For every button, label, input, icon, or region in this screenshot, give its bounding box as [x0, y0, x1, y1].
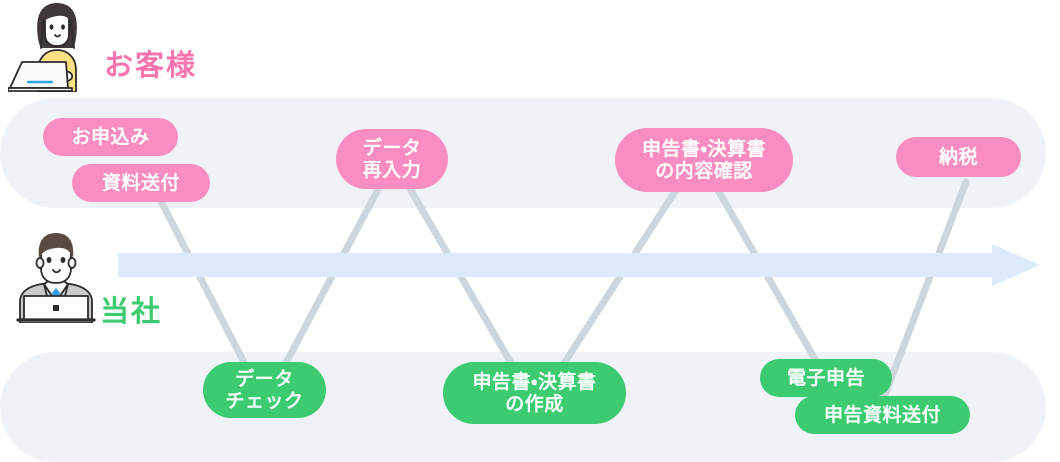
- pill-tax-payment[interactable]: 納税: [896, 137, 1021, 177]
- customer-avatar-icon: [8, 3, 77, 92]
- process-flow-arrow: [118, 244, 1040, 286]
- pill-create-return-and-statements[interactable]: 申告書・決算書 の作成: [443, 362, 626, 424]
- customer-lane-label: お客様: [104, 48, 198, 82]
- pill-data-reentry[interactable]: データ 再入力: [336, 129, 448, 189]
- pill-data-check[interactable]: データ チェック: [203, 362, 326, 418]
- pill-e-filing[interactable]: 電子申告: [760, 359, 892, 397]
- pill-send-filing-documents[interactable]: 申告資料送付: [795, 396, 970, 434]
- company-avatar-icon: [16, 233, 96, 323]
- pill-review-return-and-statements[interactable]: 申告書・決算書 の内容確認: [615, 128, 793, 192]
- pill-application[interactable]: お申込み: [43, 118, 178, 156]
- pill-send-documents[interactable]: 資料送付: [72, 164, 210, 202]
- company-lane-label: 当社: [100, 294, 163, 328]
